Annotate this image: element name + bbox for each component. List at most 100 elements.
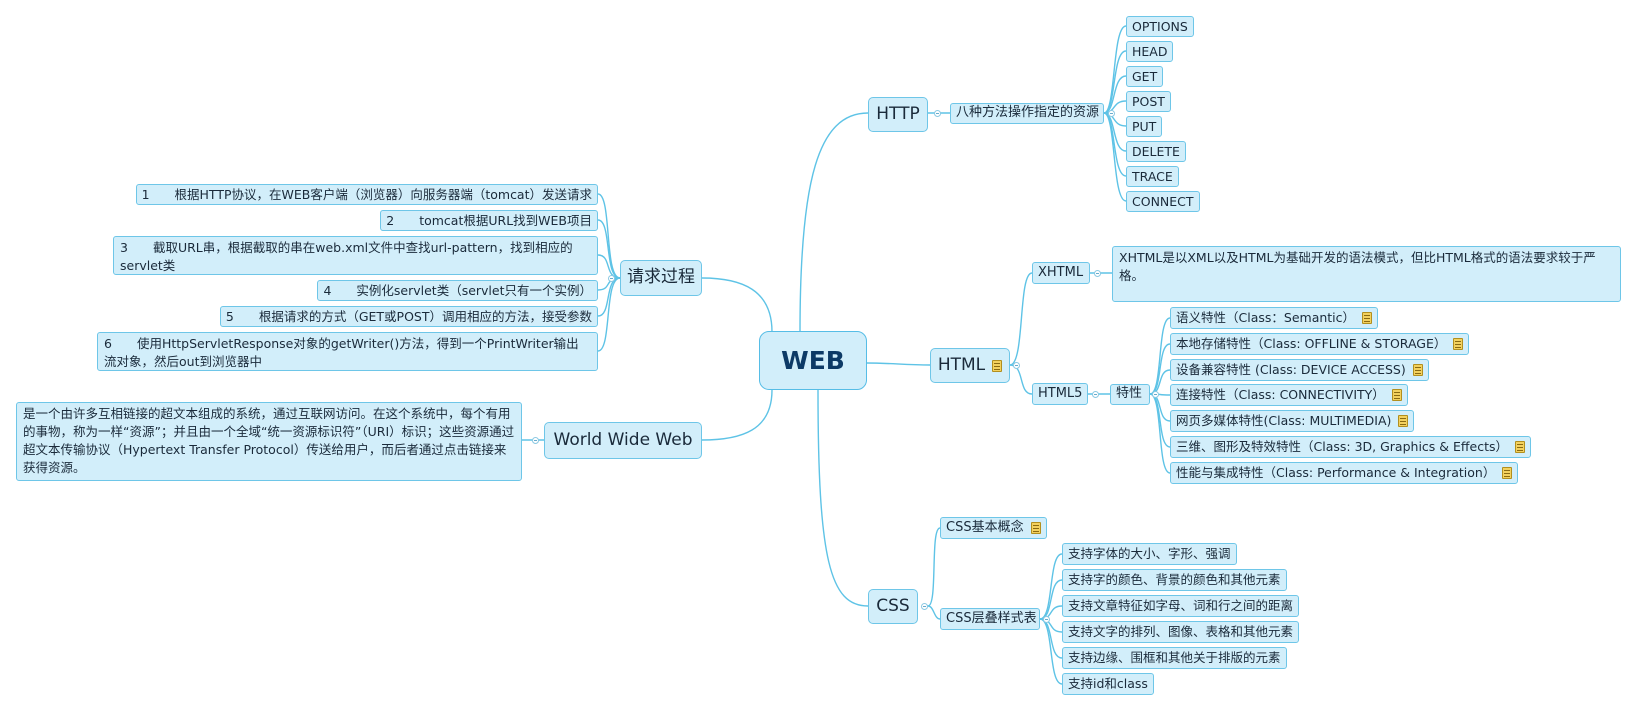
- css-cascade-node[interactable]: CSS层叠样式表: [940, 608, 1040, 630]
- link-web-html: [865, 362, 931, 366]
- collapse-toggle-icon[interactable]: [1152, 391, 1159, 398]
- request-step-5-text: 5 根据请求的方式（GET或POST）调用相应的方法，接受参数: [225, 308, 592, 324]
- note-icon[interactable]: [992, 359, 1003, 372]
- link-web-www: [701, 389, 773, 441]
- css-cascade-label: CSS层叠样式表: [946, 610, 1037, 626]
- http-method-head-label: HEAD: [1132, 43, 1168, 59]
- html5-feature-connectivity-label: 连接特性（Class: CONNECTIVITY）: [1176, 387, 1385, 403]
- html5-feature-semantic[interactable]: 语义特性（Class：Semantic）: [1170, 307, 1379, 329]
- html5-feature-storage[interactable]: 本地存储特性（Class: OFFLINE & STORAGE）: [1170, 333, 1470, 355]
- note-icon[interactable]: [1412, 364, 1423, 376]
- http-method-trace[interactable]: TRACE: [1126, 166, 1179, 187]
- link-css-cascade: [927, 605, 941, 620]
- collapse-toggle-icon[interactable]: [1108, 110, 1115, 117]
- http-method-options[interactable]: OPTIONS: [1126, 16, 1194, 37]
- topic-request-process[interactable]: 请求过程: [620, 260, 702, 296]
- topic-css-label: CSS: [876, 595, 910, 616]
- css-cascade-item-5[interactable]: 支持边缘、围框和其他关于排版的元素: [1062, 647, 1287, 669]
- link-methods-options: [1103, 25, 1127, 114]
- css-basic-label: CSS基本概念: [946, 519, 1024, 535]
- collapse-toggle-icon[interactable]: [1092, 391, 1099, 398]
- html5-feature-connectivity[interactable]: 连接特性（Class: CONNECTIVITY）: [1170, 384, 1408, 406]
- collapse-toggle-icon[interactable]: [921, 603, 928, 610]
- note-icon[interactable]: [1362, 312, 1373, 324]
- html-xhtml-label: XHTML: [1038, 264, 1084, 280]
- html-html5-node[interactable]: HTML5: [1032, 383, 1088, 405]
- http-method-put[interactable]: PUT: [1126, 116, 1163, 137]
- http-method-delete[interactable]: DELETE: [1126, 141, 1186, 162]
- request-step-1[interactable]: 1 根据HTTP协议，在WEB客户端（浏览器）向服务器端（tomcat）发送请求: [135, 184, 598, 205]
- html5-features-node[interactable]: 特性: [1110, 384, 1150, 405]
- link-html-html5: [1009, 364, 1033, 395]
- http-method-trace-label: TRACE: [1132, 168, 1173, 184]
- css-cascade-item-2-label: 支持字的颜色、背景的颜色和其他元素: [1068, 572, 1281, 588]
- http-method-head[interactable]: HEAD: [1126, 41, 1174, 62]
- note-icon[interactable]: [1391, 389, 1402, 401]
- html5-feature-multimedia[interactable]: 网页多媒体特性(Class: MULTIMEDIA): [1170, 410, 1415, 432]
- html-xhtml-node[interactable]: XHTML: [1032, 262, 1090, 284]
- link-request-1: [597, 193, 621, 279]
- topic-request-label: 请求过程: [627, 267, 695, 288]
- note-icon[interactable]: [1398, 415, 1409, 427]
- note-icon[interactable]: [1514, 441, 1525, 453]
- http-methods-node[interactable]: 八种方法操作指定的资源: [950, 103, 1104, 124]
- request-step-2[interactable]: 2 tomcat根据URL找到WEB项目: [380, 210, 598, 231]
- root-node-web[interactable]: WEB: [759, 331, 867, 390]
- request-step-2-text: 2 tomcat根据URL找到WEB项目: [386, 212, 592, 228]
- request-step-1-text: 1 根据HTTP协议，在WEB客户端（浏览器）向服务器端（tomcat）发送请求: [141, 186, 592, 202]
- html5-feature-multimedia-label: 网页多媒体特性(Class: MULTIMEDIA): [1176, 413, 1392, 429]
- note-icon[interactable]: [1030, 522, 1041, 534]
- http-method-post[interactable]: POST: [1126, 91, 1171, 112]
- http-method-get[interactable]: GET: [1126, 66, 1164, 87]
- request-step-5[interactable]: 5 根据请求的方式（GET或POST）调用相应的方法，接受参数: [219, 306, 598, 327]
- collapse-toggle-icon[interactable]: [934, 110, 941, 117]
- link-methods-connect: [1103, 112, 1127, 202]
- collapse-toggle-icon[interactable]: [1094, 270, 1101, 277]
- html5-features-label: 特性: [1116, 386, 1143, 402]
- note-icon[interactable]: [1502, 467, 1513, 479]
- css-cascade-item-5-label: 支持边缘、围框和其他关于排版的元素: [1068, 650, 1281, 666]
- link-request-2: [597, 219, 621, 279]
- collapse-toggle-icon[interactable]: [1043, 616, 1050, 623]
- link-cascade-6: [1039, 618, 1063, 685]
- css-cascade-item-6[interactable]: 支持id和class: [1062, 673, 1154, 695]
- css-cascade-item-2[interactable]: 支持字的颜色、背景的颜色和其他元素: [1062, 569, 1287, 591]
- css-cascade-item-1-label: 支持字体的大小、字形、强调: [1068, 546, 1231, 562]
- http-methods-label: 八种方法操作指定的资源: [956, 105, 1100, 121]
- html5-feature-device[interactable]: 设备兼容特性 (Class: DEVICE ACCESS): [1170, 359, 1429, 381]
- note-icon[interactable]: [1453, 338, 1464, 350]
- html5-feature-3d[interactable]: 三维、图形及特效特性（Class: 3D, Graphics & Effects…: [1170, 436, 1531, 458]
- http-method-options-label: OPTIONS: [1132, 18, 1188, 34]
- topic-world-wide-web[interactable]: World Wide Web: [544, 422, 702, 459]
- request-step-3-text: 3 截取URL串，根据截取的串在web.xml文件中查找url-pattern，…: [120, 240, 573, 273]
- collapse-toggle-icon[interactable]: [1013, 362, 1020, 369]
- css-cascade-item-1[interactable]: 支持字体的大小、字形、强调: [1062, 543, 1237, 565]
- css-cascade-item-3[interactable]: 支持文章特征如字母、词和行之间的距离: [1062, 595, 1300, 617]
- root-label: WEB: [781, 345, 845, 375]
- css-cascade-item-4[interactable]: 支持文字的排列、图像、表格和其他元素: [1062, 621, 1300, 643]
- http-method-connect[interactable]: CONNECT: [1126, 191, 1200, 212]
- html5-feature-performance-label: 性能与集成特性（Class: Performance & Integration…: [1176, 465, 1496, 481]
- css-cascade-item-3-label: 支持文章特征如字母、词和行之间的距离: [1068, 598, 1294, 614]
- html5-feature-3d-label: 三维、图形及特效特性（Class: 3D, Graphics & Effects…: [1176, 439, 1508, 455]
- topic-css[interactable]: CSS: [868, 589, 918, 624]
- request-step-6[interactable]: 6 使用HttpServletResponse对象的getWriter()方法，…: [97, 332, 598, 371]
- topic-html[interactable]: HTML: [930, 348, 1010, 383]
- css-basic-node[interactable]: CSS基本概念: [940, 517, 1047, 539]
- topic-www-label: World Wide Web: [553, 429, 693, 450]
- link-html-xhtml: [1009, 272, 1033, 366]
- css-cascade-item-4-label: 支持文字的排列、图像、表格和其他元素: [1068, 624, 1294, 640]
- request-step-4[interactable]: 4 实例化servlet类（servlet只有一个实例）: [317, 280, 598, 301]
- request-step-3[interactable]: 3 截取URL串，根据截取的串在web.xml文件中查找url-pattern，…: [113, 236, 598, 275]
- link-css-basic: [927, 527, 941, 607]
- http-method-delete-label: DELETE: [1132, 143, 1180, 159]
- topic-html-label: HTML: [937, 354, 986, 375]
- collapse-toggle-icon[interactable]: [608, 275, 615, 282]
- http-method-get-label: GET: [1132, 68, 1158, 84]
- topic-http[interactable]: HTTP: [868, 97, 928, 132]
- link-web-request: [701, 277, 773, 333]
- link-request-6: [597, 277, 621, 352]
- collapse-toggle-icon[interactable]: [532, 437, 539, 444]
- html5-feature-performance[interactable]: 性能与集成特性（Class: Performance & Integration…: [1170, 462, 1519, 484]
